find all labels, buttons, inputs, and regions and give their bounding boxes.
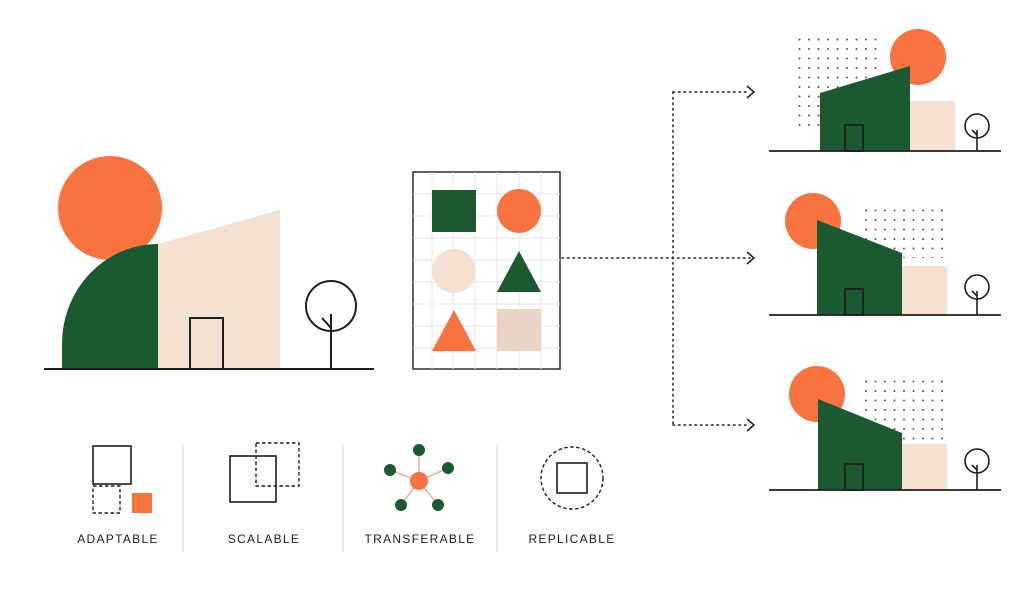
legend-label-transferable: TRANSFERABLE xyxy=(364,532,476,546)
annex-beige-middle xyxy=(901,266,947,315)
legend-label-adaptable: ADAPTABLE xyxy=(77,532,159,546)
tree-middle-icon xyxy=(964,274,990,315)
sun-circle-icon xyxy=(58,156,162,260)
house-green-dome xyxy=(62,244,158,369)
tree-icon xyxy=(305,280,357,369)
orange-circle-icon xyxy=(497,189,541,233)
legend-dividers xyxy=(182,444,498,552)
green-square-icon xyxy=(432,190,476,232)
adaptable-squares-icon xyxy=(92,445,152,514)
house-green-top xyxy=(820,66,910,151)
main-house-scene xyxy=(44,156,374,370)
variant-house-top xyxy=(769,29,1001,152)
legend-label-replicable: REPLICABLE xyxy=(528,532,616,546)
arrow-head-bottom-icon xyxy=(746,418,756,432)
variant-house-middle xyxy=(769,193,1001,316)
shape-palette xyxy=(412,171,561,370)
tree-top-icon xyxy=(964,113,990,151)
connector-arrows xyxy=(561,91,751,426)
annex-beige-top xyxy=(910,101,955,151)
square-in-dashed-circle-icon xyxy=(540,446,604,510)
legend-label-scalable: SCALABLE xyxy=(227,532,301,546)
house-green-bottom xyxy=(818,399,902,490)
network-hub-icon xyxy=(384,444,454,511)
beige-circle-icon xyxy=(432,249,476,293)
variant-house-bottom xyxy=(769,366,1001,491)
house-green-middle xyxy=(817,220,902,315)
tree-bottom-icon xyxy=(964,448,990,490)
arrow-head-middle-icon xyxy=(746,251,756,265)
house-beige-wall xyxy=(158,210,280,369)
scalable-squares-icon xyxy=(229,442,300,503)
arrow-heads xyxy=(746,85,756,432)
green-triangle-icon xyxy=(497,251,541,292)
beige-square-icon xyxy=(497,309,541,351)
annex-beige-bottom xyxy=(901,444,947,490)
orange-triangle-icon xyxy=(432,310,476,351)
arrow-head-top-icon xyxy=(746,85,756,99)
